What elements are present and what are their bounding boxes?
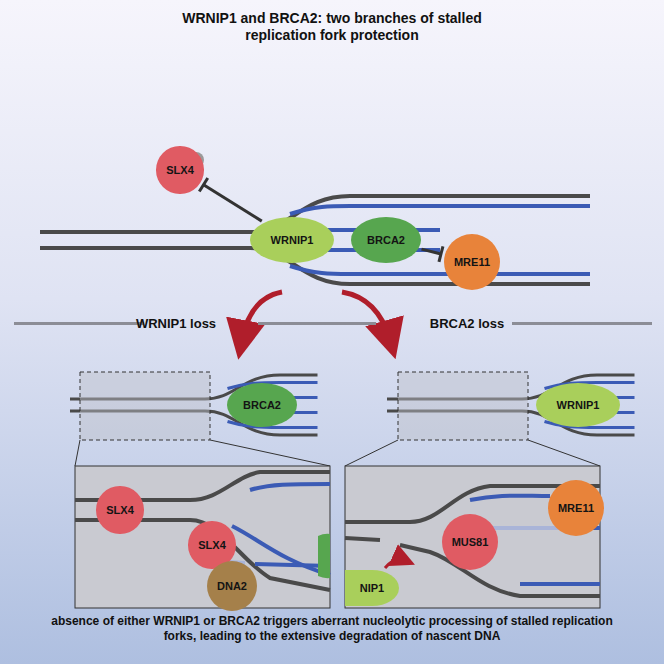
protein-name: DNA2 (217, 580, 247, 592)
protein-name: MUS81 (452, 536, 489, 548)
protein-ellipse: SLX4 (156, 146, 204, 194)
protein-name: SLX4 (166, 164, 194, 176)
inhibition-connector (422, 246, 443, 262)
zoom-line (75, 440, 600, 466)
protein-ellipse: BRCA2 (351, 217, 421, 263)
protein-name: MRE11 (454, 256, 490, 268)
protein-name: WRNIP1 (271, 234, 314, 246)
protein-name: SLX4 (106, 504, 134, 516)
brca2-partial (318, 534, 330, 578)
protein-name: BRCA2 (367, 234, 405, 246)
zoom-box (398, 372, 528, 440)
inset-dna (75, 472, 330, 590)
protein-ellipse: MRE11 (444, 234, 500, 290)
loss-arrow (342, 292, 390, 340)
title: WRNIP1 and BRCA2: two branches of stalle… (150, 10, 514, 44)
panel-label: WRNIP1 loss (112, 316, 240, 331)
protein-name: WRNIP1 (557, 399, 600, 411)
inset-panel (75, 466, 330, 608)
caption: absence of either WRNIP1 or BRCA2 trigge… (40, 614, 624, 644)
protein-ellipse: BRCA2 (227, 383, 297, 427)
protein-ellipse: MRE11 (548, 480, 604, 536)
protein-name: BRCA2 (243, 399, 281, 411)
protein-ellipse: WRNIP1 (536, 383, 620, 427)
protein-ellipse: NIP1 (345, 570, 399, 606)
zoom-box (80, 372, 210, 440)
protein-ellipse: DNA2 (207, 561, 257, 611)
loss-arrow (242, 292, 282, 340)
top-fork (40, 152, 590, 284)
protein-ellipse: WRNIP1 (250, 217, 334, 263)
protein-name: MRE11 (558, 502, 594, 514)
protein-name: NIP1 (360, 582, 384, 594)
inhibition-connector (199, 178, 261, 221)
panel-label: BRCA2 loss (412, 316, 522, 331)
separator-bar (14, 322, 652, 325)
cut-arrow (385, 559, 404, 568)
protein-name: SLX4 (198, 539, 226, 551)
protein-ellipse: SLX4 (96, 486, 144, 534)
